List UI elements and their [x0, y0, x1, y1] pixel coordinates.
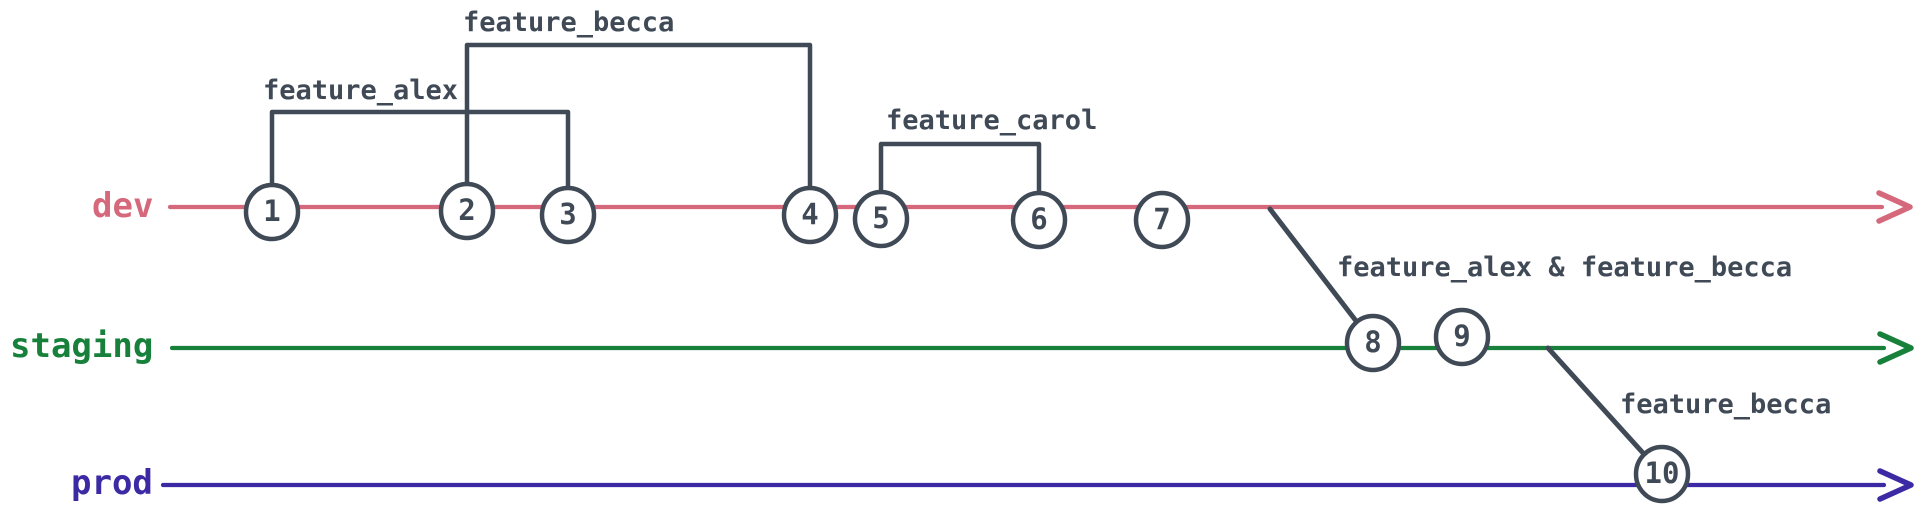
- bracket-label-feature-becca: feature_becca: [463, 7, 675, 38]
- commit-circle-2: [438, 181, 496, 241]
- branch-label-staging: staging: [10, 326, 154, 366]
- bracket-feature-alex: [269, 109, 571, 195]
- commit-circle-1: [243, 182, 301, 242]
- merge-label-alex-and-becca: feature_alex & feature_becca: [1337, 252, 1793, 283]
- merge-label-becca: feature_becca: [1620, 389, 1832, 420]
- commit-number-9: 9: [1453, 318, 1471, 353]
- commit-number-2: 2: [458, 192, 476, 227]
- bracket-feature-becca: [464, 42, 813, 195]
- commit-circle-10: [1633, 444, 1691, 504]
- commit-number-7: 7: [1153, 201, 1171, 236]
- bracket-label-feature-carol: feature_carol: [886, 105, 1098, 136]
- commit-circle-9: [1433, 307, 1491, 367]
- branch-label-dev: dev: [92, 186, 154, 226]
- commit-number-4: 4: [801, 196, 819, 231]
- branch-label-prod: prod: [71, 463, 153, 503]
- commit-circle-5: [852, 189, 910, 249]
- bracket-feature-carol: [878, 141, 1042, 200]
- branch-arrowhead-dev: [1876, 190, 1913, 224]
- commit-number-8: 8: [1364, 324, 1382, 359]
- commit-circle-3: [539, 185, 597, 245]
- commit-number-3: 3: [559, 196, 577, 231]
- branch-arrowhead-prod: [1877, 468, 1914, 502]
- bracket-label-feature-alex: feature_alex: [263, 75, 459, 106]
- commit-circle-6: [1010, 190, 1068, 250]
- commit-number-1: 1: [263, 193, 281, 228]
- branch-arrowhead-staging: [1877, 331, 1914, 365]
- commit-number-5: 5: [872, 200, 890, 235]
- commit-number-6: 6: [1030, 201, 1048, 236]
- commit-circle-4: [781, 185, 839, 245]
- commit-circle-8: [1344, 313, 1402, 373]
- commit-number-10: 10: [1644, 455, 1680, 490]
- commit-circle-7: [1133, 190, 1191, 250]
